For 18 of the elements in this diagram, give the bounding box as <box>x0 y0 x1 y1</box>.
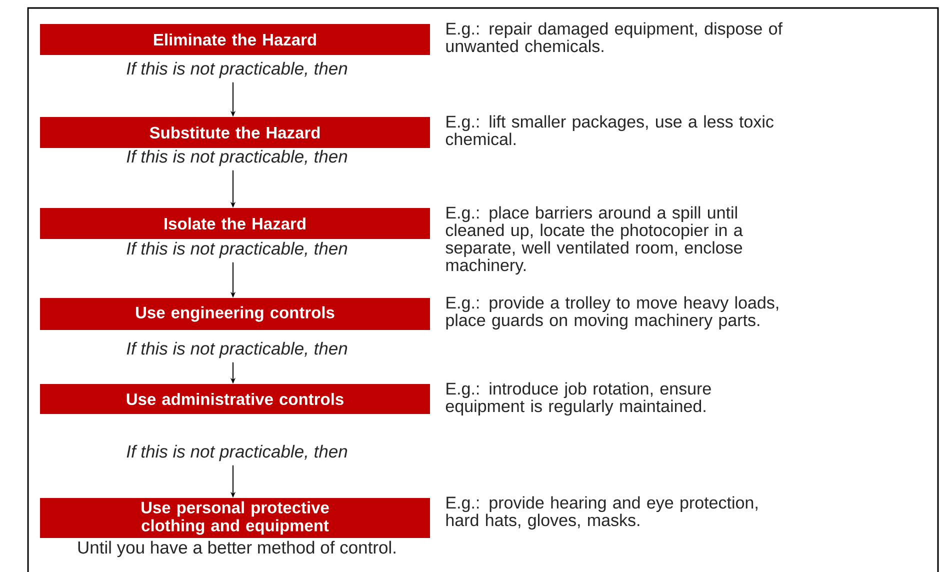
example-text: E.g.: provide hearing and eye protection, hard hats, gloves, masks. <box>446 496 758 530</box>
step-box: Substitute the Hazard <box>40 117 430 148</box>
example-text: E.g.: introduce job rotation, ensure equipment is regularly maintained. <box>446 382 711 416</box>
example-text: E.g.: repair damaged equipment, dispose of unwanted chemicals. <box>446 22 783 52</box>
example-text: E.g.: place barriers around a spill until cleaned up, locate the photocopier in a separate, well ventilated room, enclose machinery. <box>446 206 743 275</box>
step-box: Eliminate the Hazard <box>40 24 430 55</box>
example-text: E.g.: lift smaller packages, use a less toxic chemical. <box>446 115 774 146</box>
step-box: Use personal protective clothing and equipment <box>40 498 430 538</box>
note-text: If this is not practicable, then <box>126 150 348 166</box>
step-box: Use engineering controls <box>40 298 430 330</box>
note-text: If this is not practicable, then <box>126 62 348 78</box>
note-text: If this is not practicable, then <box>126 342 348 358</box>
step-box: Use administrative controls <box>40 384 430 414</box>
step-box: Isolate the Hazard <box>40 208 430 239</box>
note-text: If this is not practicable, then <box>126 444 348 462</box>
example-text: E.g.: provide a trolley to move heavy loads, place guards on moving machinery parts. <box>446 296 778 330</box>
note-text: If this is not practicable, then <box>126 242 348 258</box>
note-text: Until you have a better method of control. <box>78 540 396 558</box>
